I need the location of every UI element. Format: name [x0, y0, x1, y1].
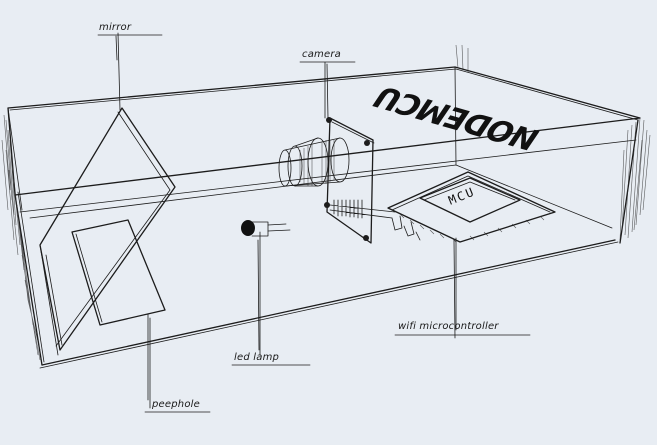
label-camera: camera	[302, 49, 341, 60]
left-wall-hatching	[1, 114, 41, 361]
microcontroller-board	[387, 171, 556, 243]
label-peephole: peephole	[152, 399, 200, 410]
leader-lines	[97, 32, 531, 413]
label-mirror: mirror	[99, 22, 132, 33]
mirror	[39, 107, 176, 356]
label-wifi-microcontroller: wifi microcontroller	[398, 321, 499, 332]
right-wall-hatching	[619, 117, 651, 241]
camera-assembly	[278, 117, 396, 244]
label-led-lamp: led lamp	[234, 352, 280, 363]
back-hatching	[455, 44, 469, 72]
peephole	[71, 219, 166, 326]
led-lamp	[241, 220, 291, 237]
